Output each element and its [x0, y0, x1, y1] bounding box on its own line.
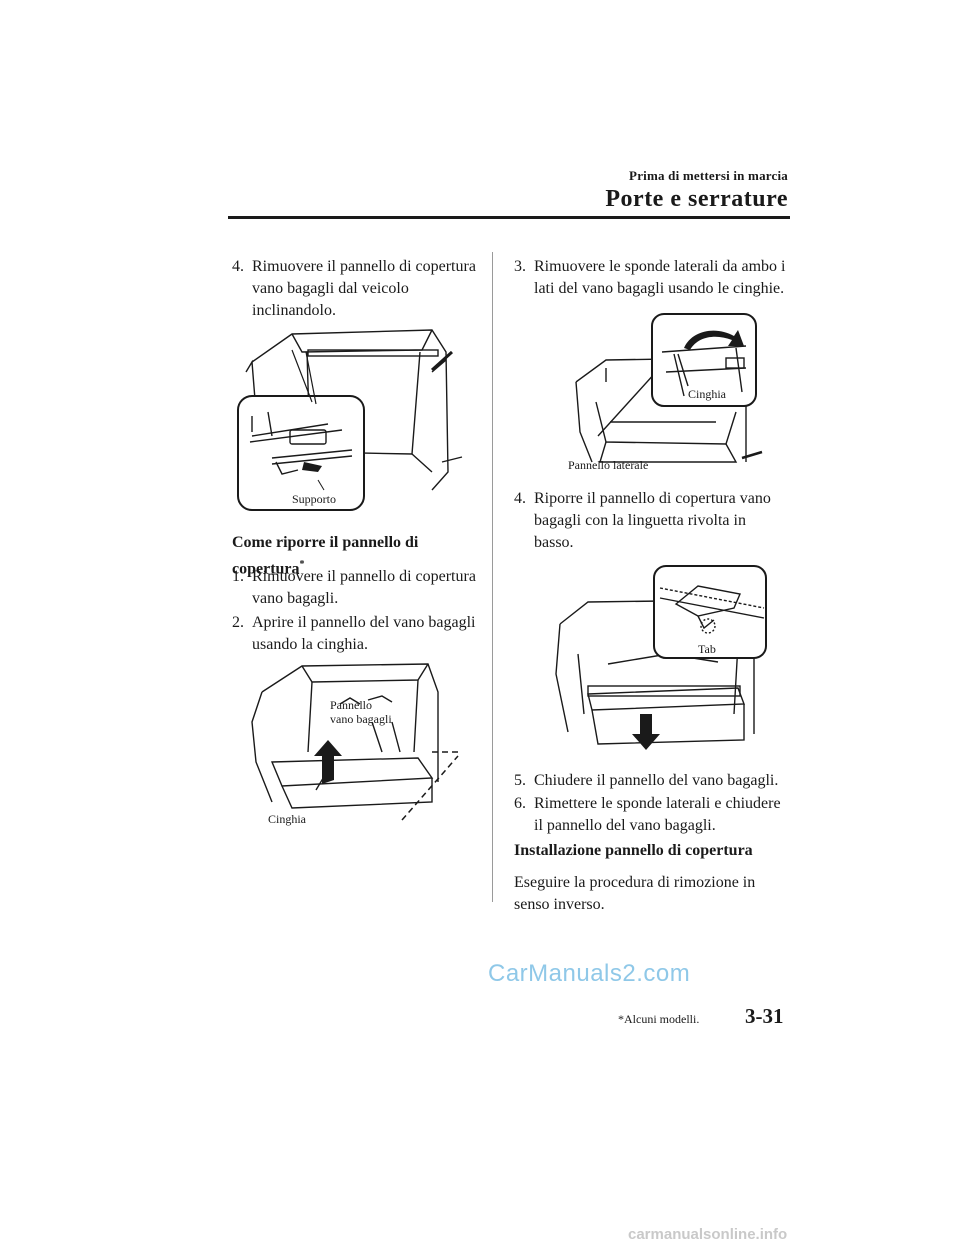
step-number: 1. — [232, 568, 244, 585]
figure-label-floor-panel: Pannello vano bagagli — [330, 698, 392, 726]
step-text-cont: usando la cinghia. — [252, 636, 368, 653]
step-text: Rimuovere il pannello di copertura — [252, 568, 476, 585]
left-step-4: 4. Rimuovere il pannello di copertura van… — [232, 256, 482, 322]
install-heading: Installazione pannello di copertura — [514, 842, 753, 859]
paragraph-line: senso inverso. — [514, 896, 605, 913]
step-text-cont: bagagli con la linguetta rivolta in — [534, 512, 746, 529]
tab-down-illustration — [555, 565, 767, 750]
right-step-3: 3. Rimuovere le sponde laterali da ambo i… — [514, 256, 804, 300]
step-number: 3. — [514, 258, 526, 275]
figure-label-strap: Cinghia — [268, 812, 306, 826]
step-number: 4. — [514, 490, 526, 507]
step-text-cont: vano bagagli. — [252, 590, 339, 607]
footnote: *Alcuni modelli. — [618, 1012, 700, 1026]
step-text: Rimettere le sponde laterali e chiudere — [534, 795, 781, 812]
left-step-2: 2. Aprire il pannello del vano bagagli us… — [232, 612, 482, 656]
step-text: Rimuovere il pannello di copertura — [252, 258, 476, 275]
floor-panel-illustration — [251, 663, 462, 821]
subheading-store-cover: Come riporre il pannello di copertura* — [232, 532, 482, 580]
step-text-cont: il pannello del vano bagagli. — [534, 817, 716, 834]
step-text-cont: lati del vano bagagli usando le cinghie. — [534, 280, 785, 297]
step-number: 4. — [232, 258, 244, 275]
figure-label-side-panel: Pannello laterale — [568, 458, 649, 472]
step-number: 6. — [514, 795, 526, 812]
figure-remove-cover: Supporto — [232, 312, 464, 514]
install-text: Eseguire la procedura di rimozione in se… — [514, 872, 804, 916]
paragraph-line: Eseguire la procedura di rimozione in — [514, 874, 756, 891]
figure-label-strap-right: Cinghia — [688, 387, 726, 401]
step-text-cont: basso. — [534, 534, 574, 551]
right-step-6: 6. Rimettere le sponde laterali e chiuder… — [514, 793, 804, 837]
step-text: Riporre il pannello di copertura vano — [534, 490, 771, 507]
section-title: Porte e serrature — [605, 186, 788, 212]
step-number: 2. — [232, 614, 244, 631]
watermark-site: carmanualsonline.info — [628, 1226, 788, 1243]
label-line: vano bagagli — [330, 712, 392, 726]
right-step-4: 4.Riporre il pannello di copertura vano … — [514, 488, 804, 554]
subheading-text: Come riporre il pannello di copertura — [232, 534, 419, 578]
watermark-logo: CarManuals2.com — [488, 960, 691, 987]
figure-store-cover-tab: Tab — [548, 564, 770, 760]
figure-label-tab: Tab — [698, 642, 716, 656]
figure-label-support: Supporto — [292, 492, 337, 506]
cargo-cover-illustration — [237, 329, 463, 511]
step-text: Chiudere il pannello del vano bagagli. — [534, 772, 779, 789]
step-text: Rimuovere le sponde laterali da ambo i — [534, 258, 786, 275]
left-step-1: 1. Rimuovere il pannello di copertura van… — [232, 566, 482, 610]
header-rule — [228, 216, 790, 219]
figure-open-floor-panel: Pannello vano bagagli Cinghia — [232, 652, 464, 830]
step-text-cont: vano bagagli dal veicolo inclinandolo. — [252, 280, 409, 319]
section-label: Prima di mettersi in marcia — [629, 168, 788, 183]
step-number: 5. — [514, 772, 526, 789]
column-divider — [492, 252, 493, 902]
right-step-5: 5. Chiudere il pannello del vano bagagli. — [514, 770, 804, 792]
asterisk-mark: * — [299, 559, 305, 570]
page-number: 3-31 — [745, 1004, 784, 1028]
label-line: Pannello — [330, 698, 372, 712]
side-panel-illustration — [575, 313, 763, 463]
figure-remove-side-panels: Cinghia Pannello laterale — [566, 312, 770, 480]
step-text: Aprire il pannello del vano bagagli — [252, 614, 476, 631]
